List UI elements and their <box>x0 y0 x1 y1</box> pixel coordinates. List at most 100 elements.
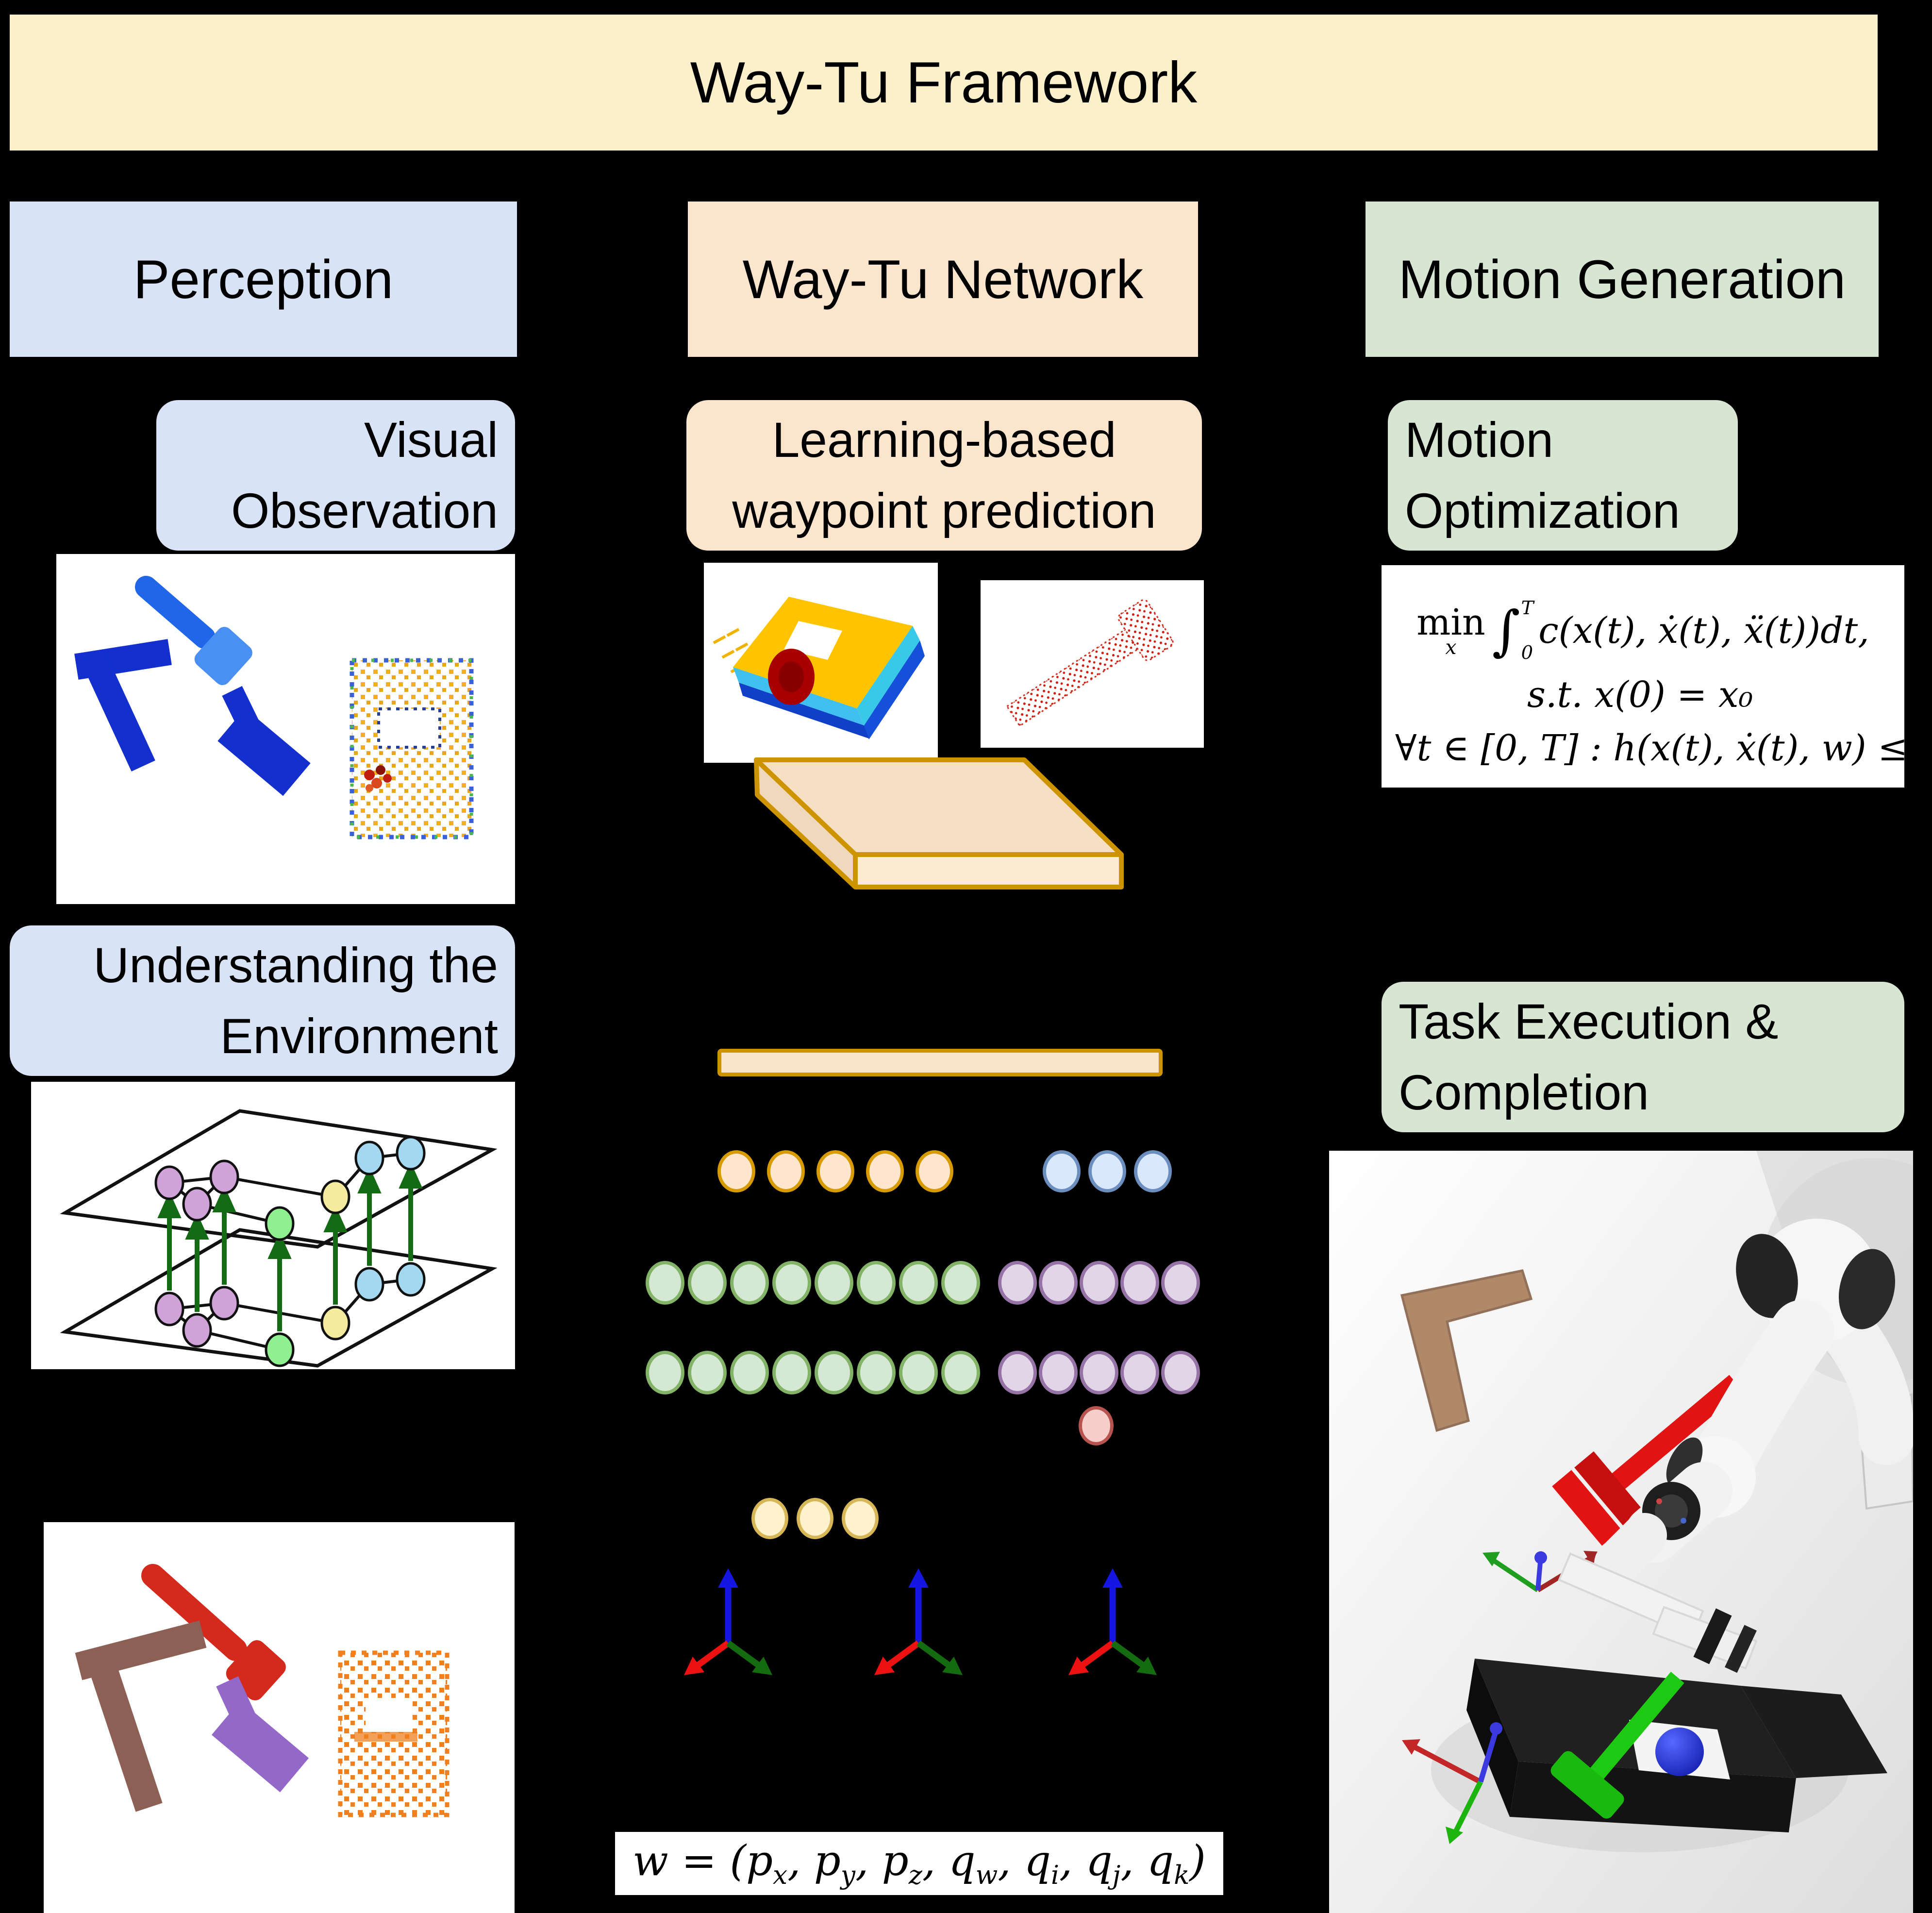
label-line: Observation <box>231 483 498 538</box>
title-banner: Way-Tu Framework <box>10 15 1878 151</box>
node-peach <box>866 1150 904 1192</box>
robot-shoulder-cap-right <box>1838 1249 1896 1329</box>
label-line: Understanding the <box>93 938 498 993</box>
heatmap-board-image <box>704 563 938 763</box>
board-edge-deepblue2 <box>739 683 869 738</box>
node-cream <box>842 1498 879 1539</box>
integral-symbol: ∫ <box>1492 599 1520 662</box>
green-hammer-object <box>1550 1672 1684 1819</box>
board-front-face <box>853 852 1124 889</box>
screw-pointcloud-image <box>981 580 1204 748</box>
screw-pointcloud-graphic <box>1006 599 1174 727</box>
label-line: Task Execution & <box>1399 994 1779 1049</box>
node-green <box>772 1261 811 1305</box>
label-line: Motion <box>1405 412 1554 468</box>
xyz-axes-icon <box>677 1565 789 1682</box>
robot-arm <box>1558 1158 1932 1673</box>
purple-hammer-head <box>211 1700 309 1793</box>
pad-dot-red <box>1656 1498 1662 1504</box>
node-green <box>899 1261 938 1305</box>
label-visual-observation: Visual Observation <box>156 400 515 551</box>
label-line: Completion <box>1399 1065 1649 1120</box>
node-peach <box>816 1150 854 1192</box>
min-label: min <box>1416 601 1485 643</box>
node-purple <box>1161 1261 1200 1305</box>
node-green <box>815 1351 853 1394</box>
graph-arrows <box>157 1161 423 1331</box>
xyz-axes-icon <box>1062 1565 1173 1682</box>
board-3d-graphic <box>752 755 1141 910</box>
node-purple <box>1161 1351 1200 1394</box>
segmented-objects-graphic <box>75 1564 450 1817</box>
equation-line-2: s.t. x(0) = x₀ <box>1527 674 1753 716</box>
node-blue <box>1134 1150 1172 1192</box>
min-subscript: x <box>1445 635 1457 659</box>
board-pointcloud-yellow <box>350 658 474 839</box>
blue-bolt-head <box>194 627 252 686</box>
visual-observation-image <box>56 554 515 904</box>
node-peach <box>717 1150 755 1192</box>
label-understanding-environment: Understanding the Environment <box>10 925 515 1076</box>
node-green <box>857 1351 896 1394</box>
motion-optimization-equation: min x ∫ T 0 c(x(t), ẋ(t), ẍ(t))dt, s.t. … <box>1382 565 1932 788</box>
robot-control-pad-inner <box>1655 1494 1688 1527</box>
robot-simulation-image <box>1329 1151 1932 1913</box>
red-dot-cluster <box>364 765 392 792</box>
robot-pointcloud-blue-graphic <box>74 576 474 839</box>
screw-body <box>1006 599 1174 727</box>
label-line: Optimization <box>1405 483 1680 538</box>
label-line: Learning-based <box>772 412 1116 468</box>
board-edge-cyan <box>857 626 920 725</box>
header-way-tu-network: Way-Tu Network <box>688 201 1198 357</box>
xyz-axes-icon <box>867 1565 979 1682</box>
node-purple <box>1120 1261 1159 1305</box>
gripper-finger <box>1693 1608 1732 1664</box>
board-pointcloud-border-dots <box>350 658 473 839</box>
equation-line-3: ∀t ∈ [0, T] : h(x(t), ẋ(t), w) ≤ 0 <box>1395 727 1932 769</box>
waypoint-frame-lower <box>1402 1722 1502 1844</box>
waypoint-formula-box: w = (px, py, pz, qw, qi, qj, qk) <box>615 1832 1223 1895</box>
red-hammer-object <box>1552 1375 1743 1546</box>
brown-angle-object <box>1400 1269 1533 1432</box>
integral-upper: T <box>1521 597 1534 619</box>
node-green <box>815 1261 853 1305</box>
blue-hammer-head <box>217 708 311 796</box>
node-blue <box>1088 1150 1126 1192</box>
brown-l-bracket-side <box>85 1650 163 1812</box>
waypoint-formula: w = (px, py, pz, qw, qi, qj, qk) <box>633 1836 1206 1891</box>
graph-nodes <box>154 1136 426 1367</box>
node-green <box>646 1351 684 1394</box>
label-motion-optimization: Motion Optimization <box>1388 400 1738 551</box>
header-network-label: Way-Tu Network <box>742 249 1144 310</box>
node-green <box>857 1261 896 1305</box>
node-peach <box>916 1150 953 1192</box>
blue-l-bracket-side <box>80 649 155 772</box>
node-blue <box>1043 1150 1081 1192</box>
node-purple <box>1120 1351 1159 1394</box>
cost-expression: c(x(t), ẋ(t), ẍ(t))dt, <box>1538 610 1869 652</box>
node-cream <box>751 1498 788 1539</box>
segmented-objects-image <box>44 1522 515 1913</box>
graph-planes-graphic <box>60 1109 498 1368</box>
node-purple <box>998 1351 1037 1394</box>
node-green <box>646 1261 684 1305</box>
node-purple <box>1039 1351 1078 1394</box>
board-hole <box>377 707 441 749</box>
node-green <box>772 1351 811 1394</box>
graph-planes <box>60 1109 498 1368</box>
integral: ∫ T 0 <box>1492 599 1534 662</box>
label-line: Environment <box>220 1008 498 1064</box>
integral-limits: T 0 <box>1521 599 1534 662</box>
scene-graph-image <box>31 1082 515 1369</box>
node-green <box>730 1261 769 1305</box>
blue-bolt-shaft <box>135 576 216 649</box>
board-dot-strip <box>354 1732 417 1742</box>
node-green <box>730 1351 769 1394</box>
header-perception-label: Perception <box>133 249 394 310</box>
board-edge-deepblue <box>864 640 925 739</box>
label-task-execution-completion: Task Execution & Completion <box>1382 982 1904 1132</box>
node-green <box>941 1351 980 1394</box>
node-green <box>688 1351 727 1394</box>
label-learning-based-waypoint-prediction: Learning-based waypoint prediction <box>686 400 1202 551</box>
header-motion-label: Motion Generation <box>1398 249 1846 310</box>
